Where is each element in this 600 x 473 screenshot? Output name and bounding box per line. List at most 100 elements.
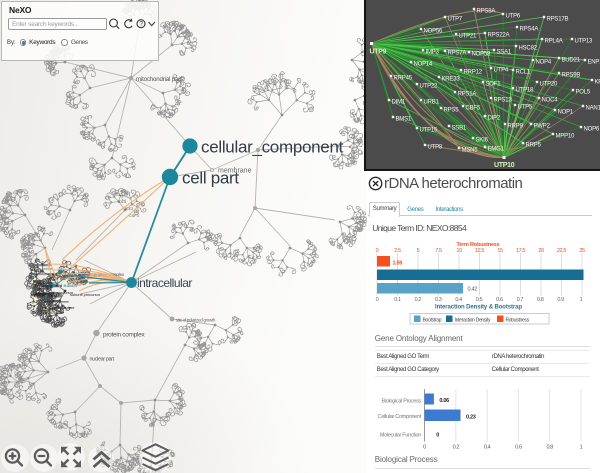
svg-text:NOP4: NOP4 — [536, 60, 552, 66]
svg-text:JCE2: JCE2 — [124, 207, 133, 211]
svg-text:KRR1: KRR1 — [595, 80, 600, 86]
svg-text:0.5: 0.5 — [476, 297, 483, 303]
svg-text:NOP56: NOP56 — [424, 29, 444, 35]
svg-text:RPS13: RPS13 — [494, 98, 513, 104]
svg-text:mitochondrial part: mitochondrial part — [136, 76, 182, 83]
svg-text:0.7: 0.7 — [517, 297, 524, 303]
svg-text:Biological Process: Biological Process — [381, 399, 421, 405]
svg-text:10: 10 — [456, 248, 462, 254]
svg-text:1.59: 1.59 — [393, 261, 403, 267]
svg-text:RRP9: RRP9 — [508, 124, 524, 130]
svg-text:SOF1: SOF1 — [486, 82, 502, 88]
svg-text:RPS17B: RPS17B — [547, 17, 569, 23]
svg-text:NOP58: NOP58 — [472, 52, 492, 58]
svg-text:nuclear part: nuclear part — [90, 357, 115, 363]
svg-text:1: 1 — [580, 445, 583, 451]
svg-text:Bootstrap: Bootstrap — [423, 318, 442, 324]
svg-text:BMS1: BMS1 — [396, 117, 412, 123]
svg-text:25: 25 — [579, 248, 585, 254]
svg-text:RCL1: RCL1 — [516, 70, 531, 76]
svg-text:17.5: 17.5 — [516, 248, 525, 254]
svg-text:0.6: 0.6 — [496, 297, 503, 303]
svg-text:NAN1: NAN1 — [586, 106, 600, 112]
svg-text:UTP5: UTP5 — [518, 105, 533, 111]
svg-text:0: 0 — [376, 248, 379, 254]
svg-text:IOL5: IOL5 — [118, 200, 126, 204]
svg-text:CSF3: CSF3 — [129, 214, 139, 218]
svg-text:RRP12: RRP12 — [464, 70, 483, 76]
svg-text:io PS1A: io PS1A — [30, 268, 44, 272]
svg-text:20: 20 — [538, 248, 544, 254]
svg-text:0.2: 0.2 — [453, 445, 460, 451]
svg-text:NOP14 complex: NOP14 complex — [34, 311, 62, 315]
svg-text:RPS5: RPS5 — [444, 108, 460, 114]
svg-text:HSC82: HSC82 — [519, 46, 538, 52]
svg-text:MPP10: MPP10 — [556, 134, 576, 140]
svg-text:NOP1: NOP1 — [558, 110, 574, 116]
svg-text:RPS22A: RPS22A — [488, 33, 510, 39]
svg-text:0.3: 0.3 — [435, 297, 442, 303]
svg-text:IMP3: IMP3 — [426, 50, 440, 56]
svg-text:UTP10: UTP10 — [494, 162, 515, 169]
svg-text:UTP20: UTP20 — [540, 82, 559, 88]
svg-text:7.5: 7.5 — [435, 248, 442, 254]
svg-text:15: 15 — [497, 248, 503, 254]
svg-text:NOC4: NOC4 — [542, 98, 559, 104]
svg-text:0: 0 — [423, 445, 426, 451]
svg-text:?: ? — [139, 21, 143, 28]
svg-text:URB1: URB1 — [424, 100, 440, 106]
svg-text:UTP9: UTP9 — [370, 49, 387, 56]
svg-text:CBF5: CBF5 — [466, 106, 481, 112]
svg-text:KRE33: KRE33 — [442, 77, 461, 83]
svg-text:UTP15: UTP15 — [420, 128, 439, 134]
svg-text:90S preribosome: 90S preribosome — [44, 305, 75, 310]
svg-text:RPS4A: RPS4A — [520, 27, 539, 33]
svg-text:RRP5: RRP5 — [526, 143, 542, 149]
svg-text:UTP6: UTP6 — [506, 14, 521, 20]
svg-text:UTP13: UTP13 — [575, 39, 594, 45]
svg-text:RPS9B: RPS9B — [562, 73, 581, 79]
svg-text:2.5: 2.5 — [394, 248, 401, 254]
svg-text:0.4: 0.4 — [455, 297, 462, 303]
svg-text:RRP45: RRP45 — [394, 76, 413, 82]
svg-text:UTP18: UTP18 — [516, 88, 535, 94]
svg-text:POL5: POL5 — [576, 90, 591, 96]
svg-text:RPL4A: RPL4A — [545, 39, 563, 45]
svg-text:preribosome: preribosome — [36, 298, 59, 303]
svg-text:UTP22: UTP22 — [420, 84, 439, 90]
svg-text:UTP7: UTP7 — [448, 17, 463, 23]
svg-text:12.5: 12.5 — [475, 248, 484, 254]
svg-text:0.4: 0.4 — [484, 445, 491, 451]
svg-text:0.42: 0.42 — [468, 287, 478, 293]
svg-text:RPS1A: RPS1A — [458, 92, 477, 98]
svg-text:RGL3: RGL3 — [113, 193, 123, 197]
svg-text:0.23: 0.23 — [466, 415, 476, 421]
svg-text:0.2: 0.2 — [415, 297, 422, 303]
svg-text:Robustness: Robustness — [506, 318, 530, 324]
svg-text:DIM1: DIM1 — [392, 100, 406, 106]
svg-text:Cellular Component: Cellular Component — [378, 414, 422, 420]
svg-text:0: 0 — [376, 297, 379, 303]
svg-text:0.8: 0.8 — [546, 445, 553, 451]
svg-text:PWP2: PWP2 — [534, 124, 551, 130]
svg-text:22.5: 22.5 — [557, 248, 566, 254]
svg-text:cellular_component: cellular_component — [201, 138, 344, 157]
svg-text:NOP14: NOP14 — [414, 62, 434, 68]
svg-text:SSA1: SSA1 — [497, 50, 512, 56]
svg-text:0.6: 0.6 — [515, 445, 522, 451]
svg-text:cell part: cell part — [182, 169, 239, 188]
svg-text:intracellular: intracellular — [137, 276, 192, 290]
svg-text:RPS8A: RPS8A — [477, 9, 496, 15]
svg-text:UTP4: UTP4 — [494, 68, 509, 74]
svg-text:NOP6: NOP6 — [584, 127, 600, 133]
svg-text:0.8: 0.8 — [537, 297, 544, 303]
svg-text:site of polarized growth: site of polarized growth — [176, 318, 216, 323]
svg-text:membrane: membrane — [218, 168, 252, 175]
svg-text:subunit precursor: subunit precursor — [70, 292, 101, 297]
svg-text:0.9: 0.9 — [557, 297, 564, 303]
svg-text:EMG1: EMG1 — [488, 147, 505, 153]
svg-text:SSB1: SSB1 — [452, 126, 467, 132]
svg-text:Interaction Density & Bootstra: Interaction Density & Bootstrap — [435, 305, 522, 311]
svg-text:0: 0 — [436, 433, 439, 439]
svg-text:RPS7A: RPS7A — [448, 51, 467, 57]
